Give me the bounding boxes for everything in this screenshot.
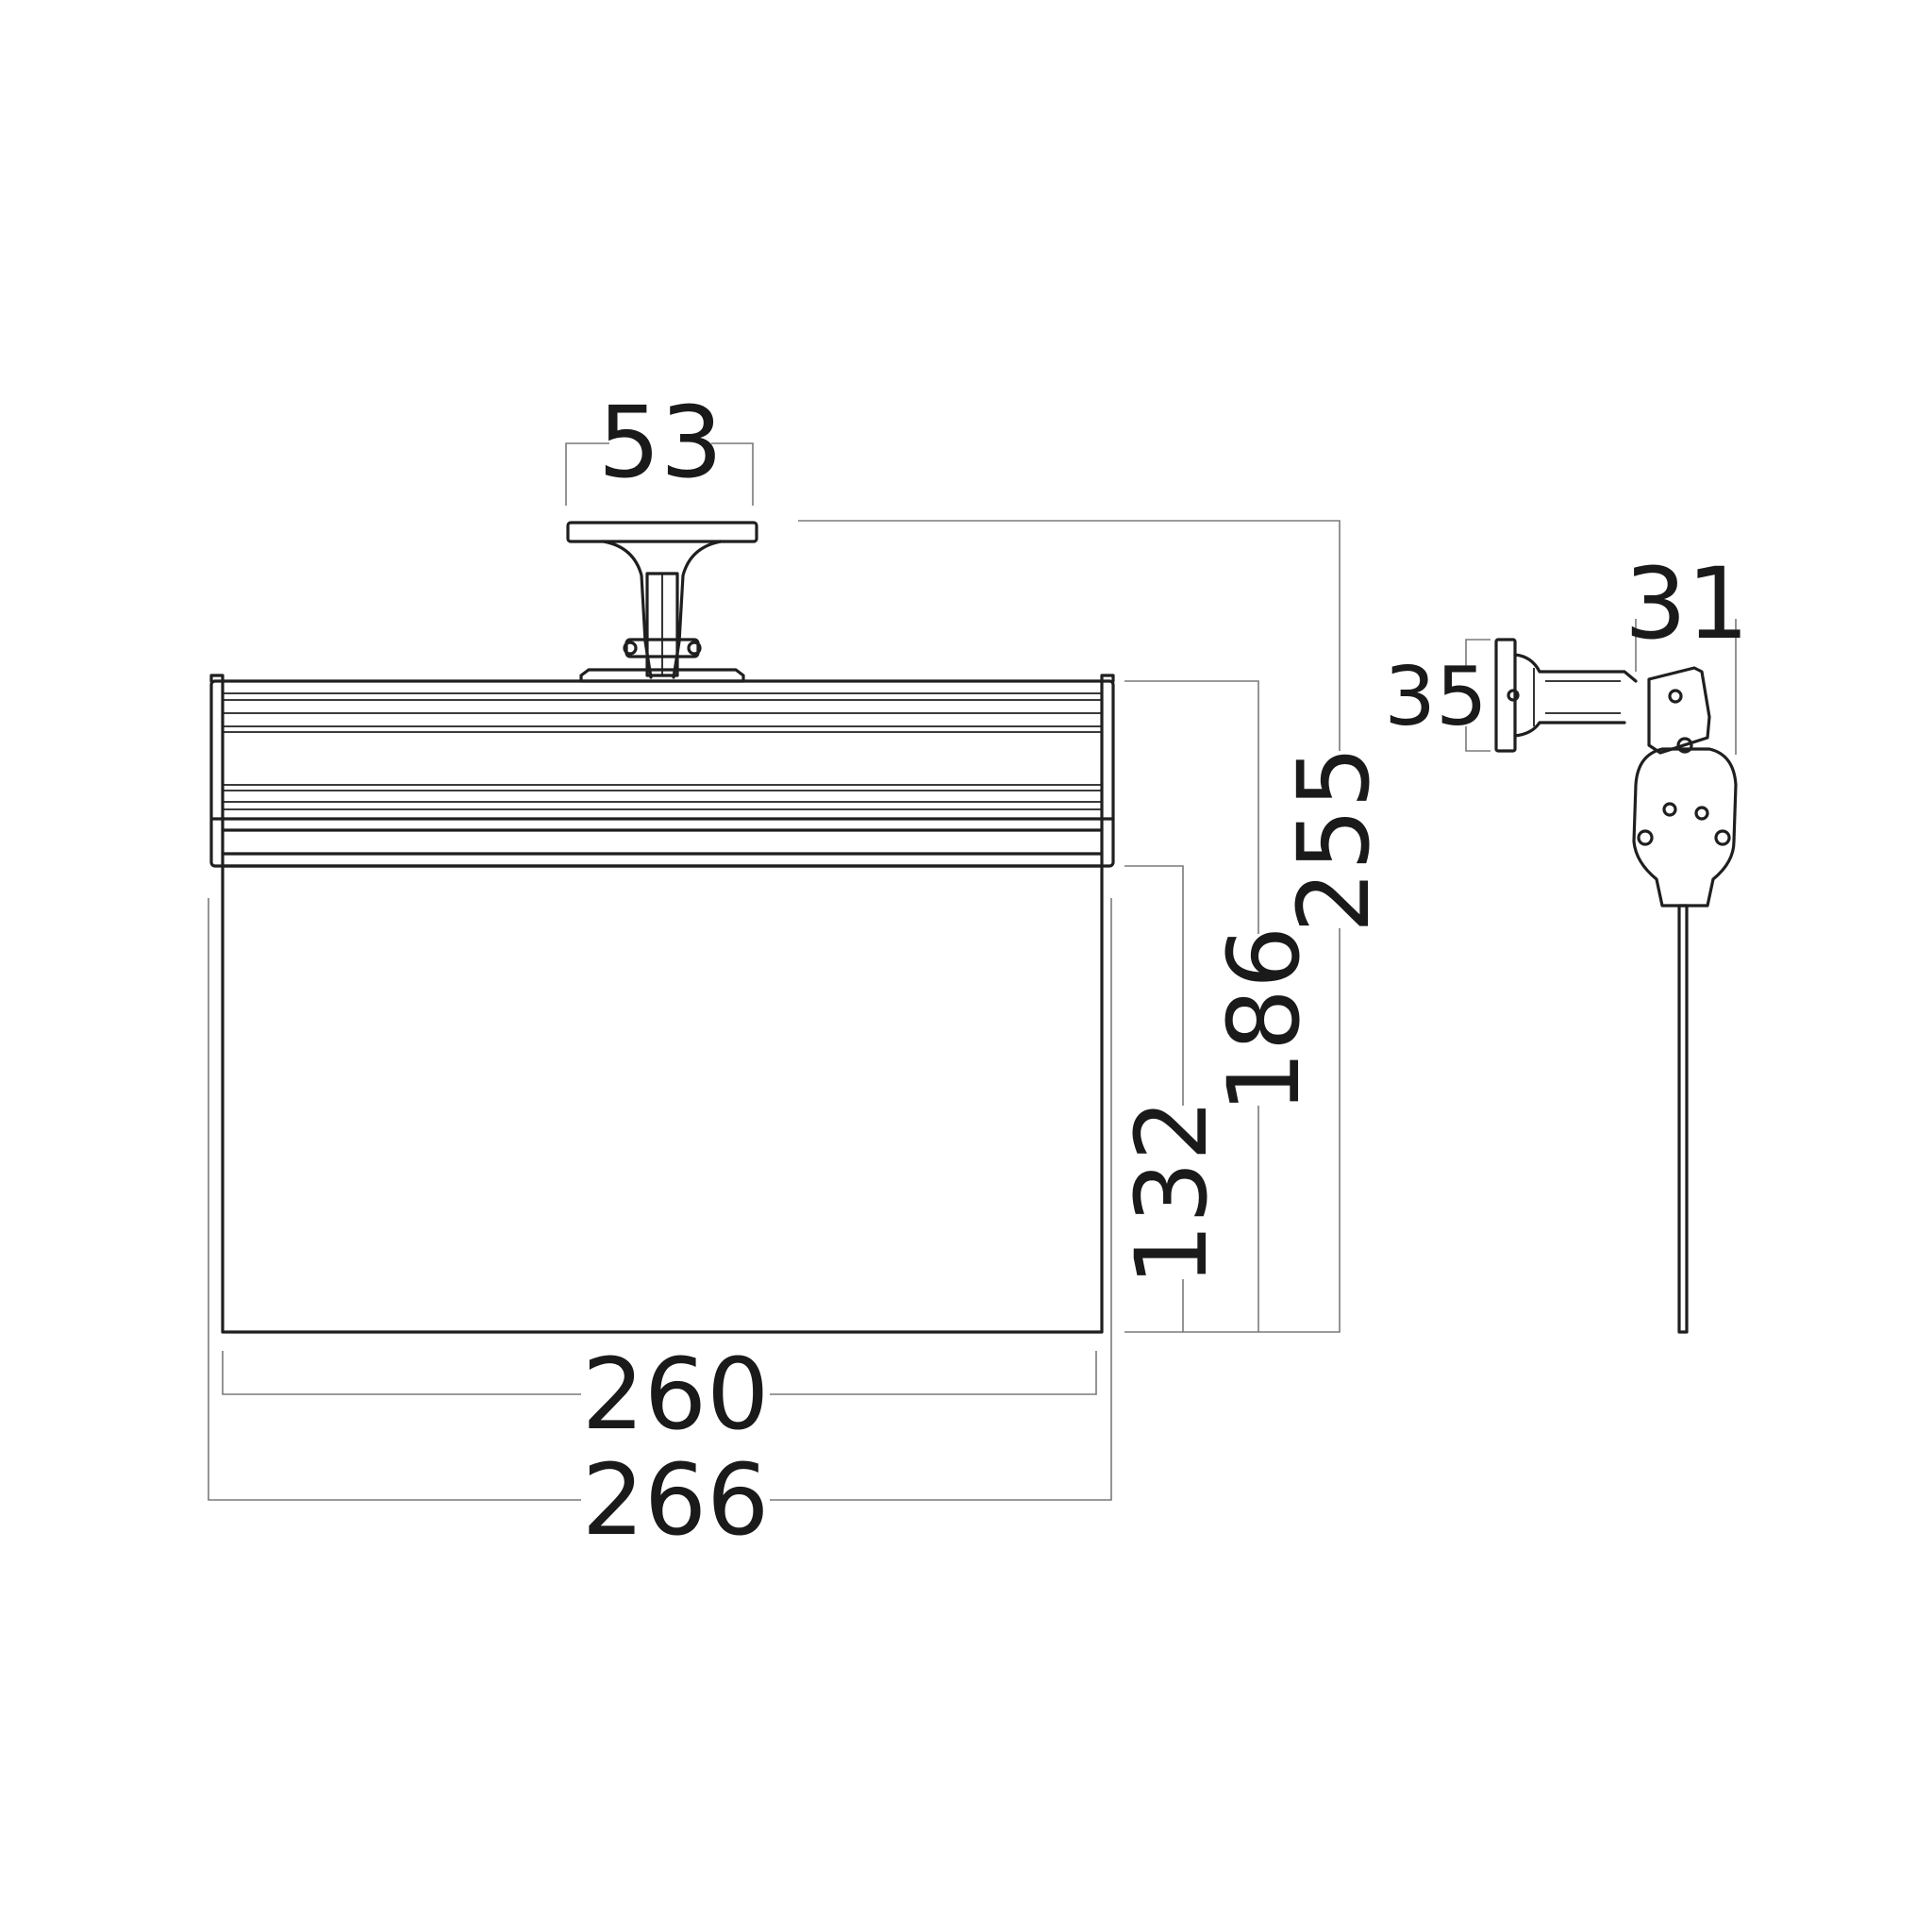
sign-panel [221,864,1104,1334]
dimension-label-side-depth: 31 [1624,546,1749,661]
dimension-label-overall-width: 266 [582,1442,770,1557]
dimension-label-housing-height: 186 [1207,926,1322,1114]
front-view [209,521,1115,1334]
ceiling-bracket [566,521,758,683]
dimension-label-panel-height: 132 [1114,1099,1229,1287]
side-dimensions: 35 31 [1384,546,1749,755]
dimension-label-side-plate-height: 35 [1384,650,1487,744]
dimension-label-overall-height: 255 [1276,746,1391,934]
dimension-label-panel-width: 260 [582,1337,770,1452]
dimension-label-bracket-width: 53 [598,385,723,500]
luminaire-housing [209,674,1115,868]
side-view [1494,638,1738,1334]
front-dimensions: 53 255 186 132 260 266 [208,385,1391,1557]
